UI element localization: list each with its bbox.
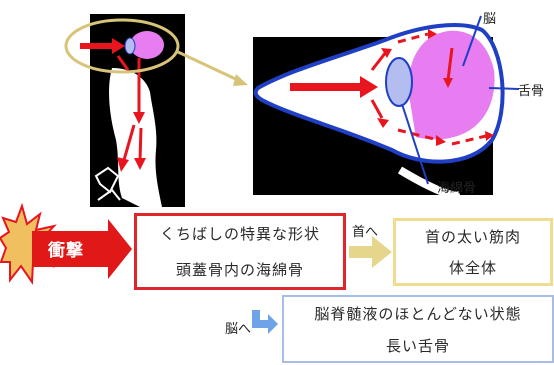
to-neck-arrow xyxy=(349,236,392,268)
head-sponge-mark xyxy=(124,37,136,55)
tongue-leader-line xyxy=(488,87,520,90)
zoom-connector-head xyxy=(233,74,248,86)
beak-shape-text: くちばしの特異な形状 xyxy=(159,225,320,244)
brain-label: 脳 xyxy=(483,12,497,27)
csf-text: 脳脊髄液のほとんどない状態 xyxy=(314,304,522,323)
whole-body-text: 体全体 xyxy=(448,259,497,277)
sponge-leader-line xyxy=(401,103,429,185)
impact-arrow xyxy=(32,219,132,279)
brain-leader-line xyxy=(462,15,482,67)
zoom-force-arrows xyxy=(290,29,494,146)
head-brain-mark xyxy=(130,31,164,59)
to-brain-label: 脳へ xyxy=(225,322,252,337)
long-tongue-bone-text: 長い舌骨 xyxy=(385,336,450,355)
small-force-arrows xyxy=(80,38,146,172)
neck-body-box: 首の太い筋肉 体全体 xyxy=(393,218,553,286)
skull-sponge-text: 頭蓋骨内の海綿骨 xyxy=(175,260,304,279)
impact-label: 衝撃 xyxy=(48,241,84,261)
tongue-bone-label: 舌骨 xyxy=(518,84,545,99)
to-brain-arrow xyxy=(252,310,278,334)
beak-skull-box: くちばしの特異な形状 頭蓋骨内の海綿骨 xyxy=(134,213,346,290)
brain-box: 脳脊髄液のほとんどない状態 長い舌骨 xyxy=(282,295,554,363)
to-neck-label: 首へ xyxy=(352,225,379,240)
spongy-bone-region xyxy=(385,57,413,107)
neck-muscle-text: 首の太い筋肉 xyxy=(424,228,521,246)
head-highlight-ellipse xyxy=(64,18,180,74)
spongy-bone-label: 海綿骨 xyxy=(437,181,477,196)
woodpecker-photo xyxy=(90,14,185,207)
brain-region xyxy=(406,28,497,142)
zoom-connector xyxy=(177,50,243,84)
zoomed-head-panel xyxy=(253,23,505,200)
